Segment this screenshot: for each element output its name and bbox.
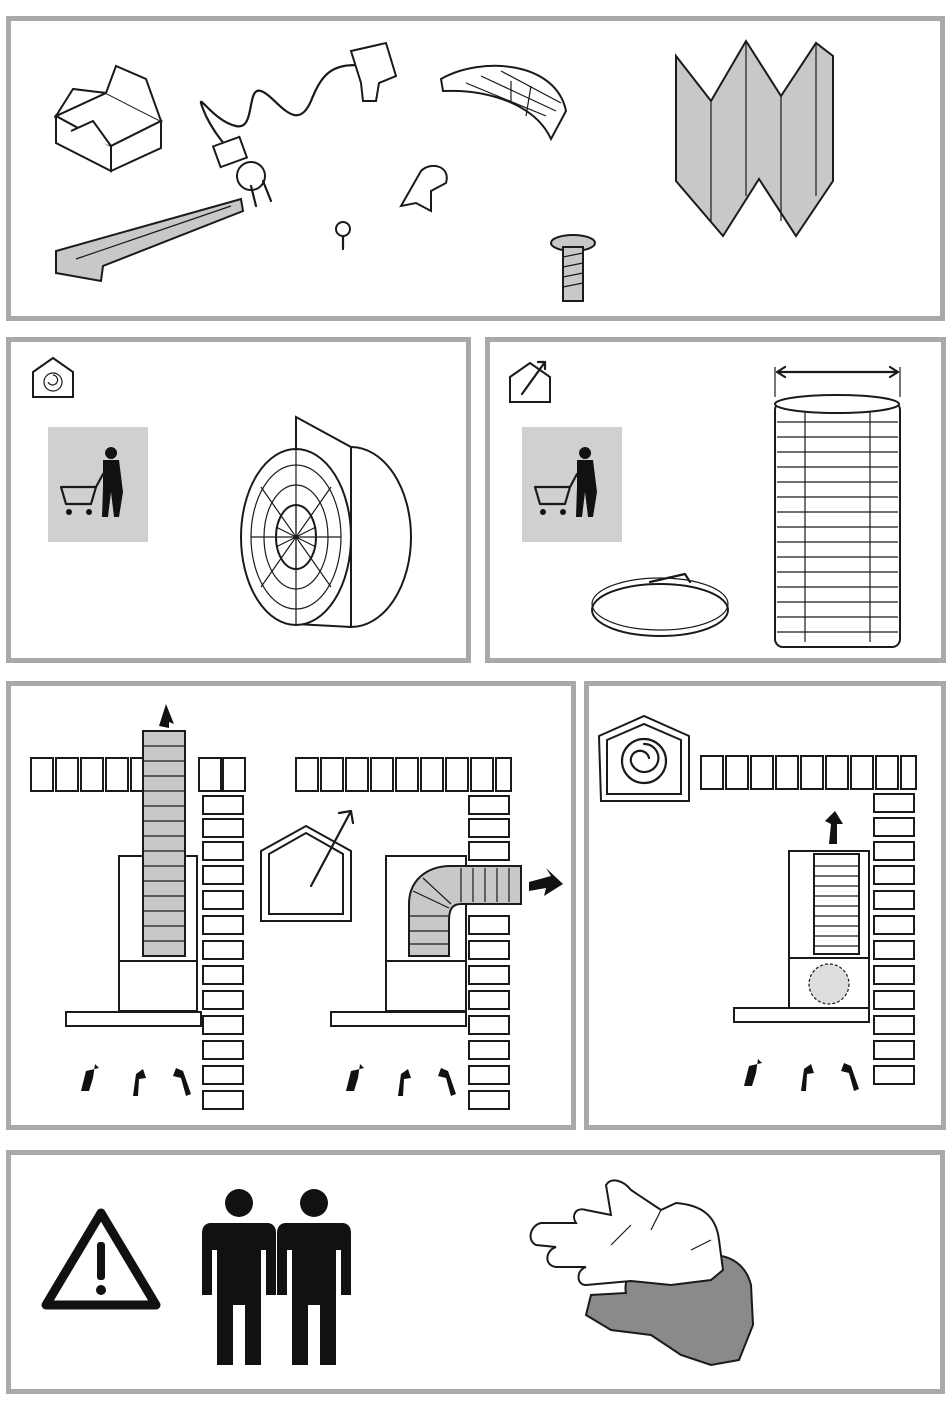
elbow-duct-diagram xyxy=(296,758,563,1109)
warning-triangle-icon xyxy=(46,1213,156,1305)
extraction-mode-panel xyxy=(6,681,576,1130)
small-screw-icon xyxy=(336,222,350,249)
vertical-duct-diagram xyxy=(31,704,245,1109)
bracket-icon xyxy=(56,199,243,281)
buy-separately-icon xyxy=(522,427,622,542)
recirculation-house-icon xyxy=(599,716,689,801)
safety-panel xyxy=(6,1150,945,1394)
package-contents-panel xyxy=(6,16,945,321)
flexible-duct-icon xyxy=(775,395,900,647)
gloves-icon xyxy=(531,1180,753,1365)
charcoal-filter-icon xyxy=(241,417,411,627)
extraction-house-icon xyxy=(510,362,550,402)
diameter-arrow-icon xyxy=(775,367,900,397)
recirculation-diagram xyxy=(701,756,916,1091)
clip-icon xyxy=(401,166,447,211)
bolt-icon xyxy=(551,235,595,301)
grease-filter-icon xyxy=(441,66,566,139)
recirculation-house-icon xyxy=(33,358,73,397)
power-cord-icon xyxy=(201,43,396,206)
extraction-accessory-panel xyxy=(485,337,946,663)
hose-clamp-icon xyxy=(592,574,728,636)
box-icon xyxy=(56,66,161,171)
recirculation-mode-panel xyxy=(584,681,946,1130)
pleated-filter-icon xyxy=(676,41,833,236)
two-persons-icon xyxy=(202,1189,351,1365)
recirculation-accessory-panel xyxy=(6,337,471,663)
buy-separately-icon xyxy=(48,427,148,542)
extraction-house-icon xyxy=(261,811,353,921)
